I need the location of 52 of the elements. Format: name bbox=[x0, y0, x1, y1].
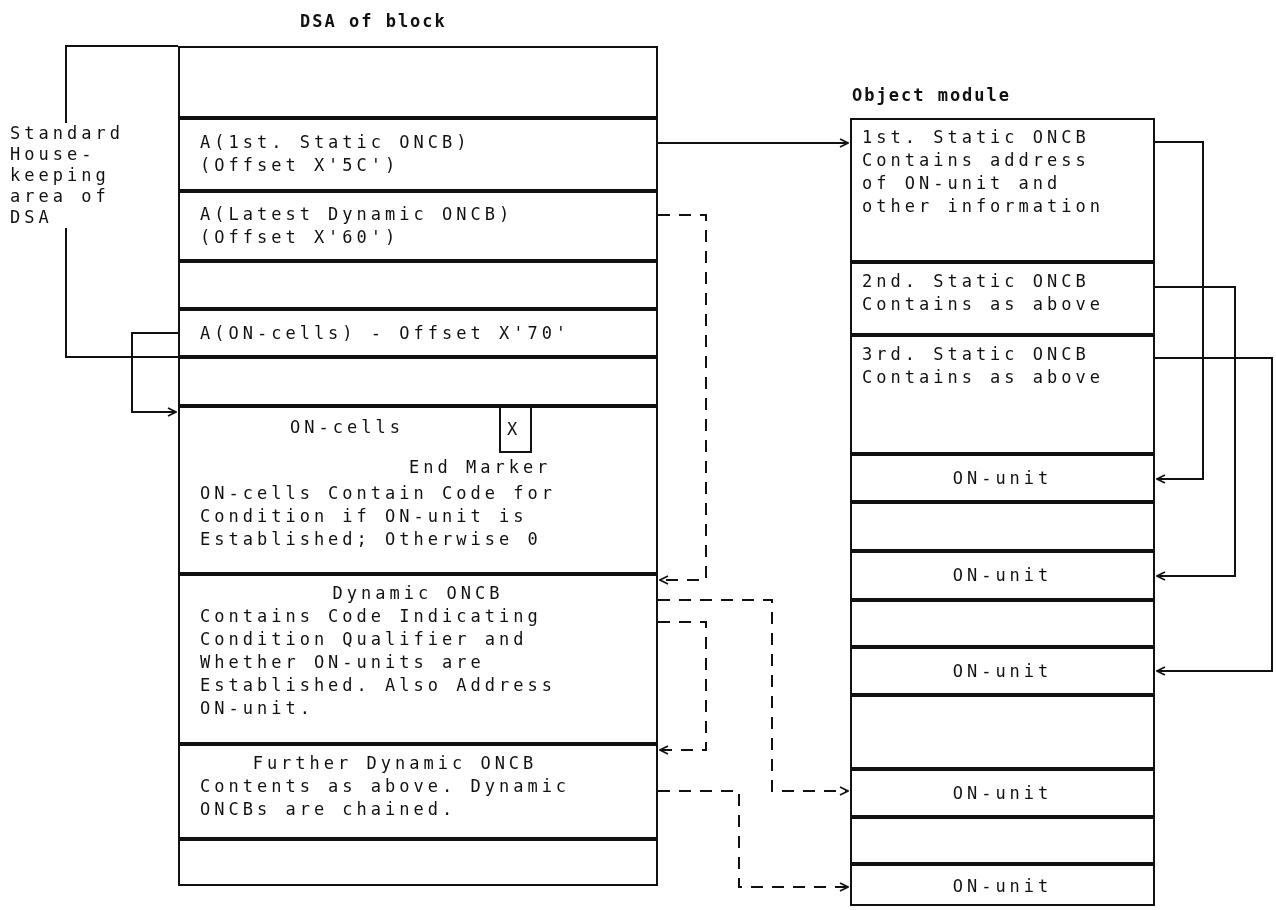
memory-slot bbox=[178, 309, 658, 357]
memory-slot bbox=[178, 574, 658, 744]
memory-slot bbox=[850, 551, 1155, 600]
slot-heading: 1st. Static ONCB bbox=[862, 126, 1091, 149]
slot-text: ON-cells Contain Code for Condition if ON-unit is Established; Otherwise 0 bbox=[200, 482, 557, 551]
slot-text: Contents as above. Dynamic ONCBs are chained. bbox=[200, 775, 572, 821]
slot-text: ON-unit bbox=[951, 660, 1054, 683]
memory-slot bbox=[850, 695, 1155, 769]
memory-slot bbox=[178, 261, 658, 309]
dashed-arrow bbox=[657, 621, 707, 755]
memory-slot bbox=[850, 817, 1155, 864]
dashed-arrow bbox=[657, 599, 849, 796]
slot-heading: 2nd. Static ONCB bbox=[862, 270, 1091, 293]
slot-text: ON-unit bbox=[951, 564, 1054, 587]
slot-text: X bbox=[507, 418, 523, 441]
slot-text: Contains as above bbox=[862, 293, 1105, 316]
slot-text: Contains Code Indicating Condition Qualifier and Whether ON-units are Established. Also Address ON-unit. bbox=[200, 605, 557, 720]
heading: Object module bbox=[852, 84, 1012, 107]
memory-slot bbox=[850, 335, 1155, 454]
slot-text: Contains as above bbox=[862, 366, 1105, 389]
slot-text: A(ON-cells) - Offset X'70' bbox=[200, 322, 572, 345]
slot-heading: ON-cells bbox=[290, 416, 405, 439]
memory-slot bbox=[850, 454, 1155, 502]
slot-heading: 3rd. Static ONCB bbox=[862, 343, 1091, 366]
slot-heading: Further Dynamic ONCB bbox=[251, 752, 539, 775]
arrow bbox=[657, 138, 849, 148]
memory-slot bbox=[850, 769, 1155, 817]
memory-slot bbox=[850, 502, 1155, 551]
memory-slot bbox=[850, 262, 1155, 335]
memory-slot bbox=[178, 357, 658, 406]
slot-text: ON-unit bbox=[951, 875, 1054, 898]
arrow bbox=[1154, 141, 1204, 484]
memory-slot bbox=[850, 600, 1155, 647]
marker-caption: End Marker bbox=[409, 456, 552, 479]
slot-heading: Dynamic ONCB bbox=[331, 582, 505, 605]
dashed-arrow bbox=[657, 214, 707, 585]
memory-slot bbox=[850, 647, 1155, 695]
memory-slot bbox=[178, 191, 658, 261]
dashed-arrow bbox=[657, 790, 849, 892]
memory-slot bbox=[178, 744, 658, 839]
memory-slot bbox=[178, 406, 658, 574]
marker-cell bbox=[499, 406, 532, 453]
slot-text: ON-unit bbox=[951, 782, 1054, 805]
memory-slot bbox=[178, 118, 658, 191]
arrow bbox=[131, 332, 179, 417]
arrow bbox=[1154, 357, 1273, 676]
slot-text: Contains address of ON-unit and other information bbox=[862, 149, 1105, 218]
slot-text: A(Latest Dynamic ONCB) (Offset X'60') bbox=[200, 203, 515, 249]
arrow bbox=[1154, 286, 1236, 581]
slot-text: A(1st. Static ONCB) (Offset X'5C') bbox=[200, 131, 472, 177]
slot-text: ON-unit bbox=[951, 467, 1054, 490]
heading: DSA of block bbox=[300, 10, 447, 33]
